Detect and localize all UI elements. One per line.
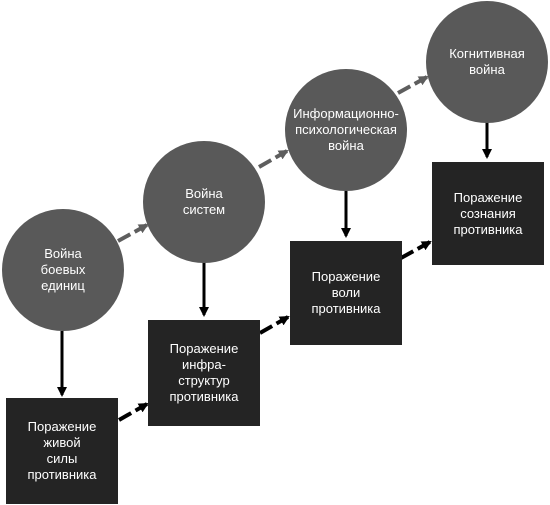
war-label-1: Война систем bbox=[182, 186, 226, 217]
war-circle-3: Когнитивная война bbox=[426, 1, 548, 123]
war-label-2: Информационно- психологическая война bbox=[293, 106, 399, 153]
arrow-war-1-to-war-2 bbox=[258, 149, 289, 169]
war-label-3: Когнитивная война bbox=[449, 46, 525, 77]
defeat-label-3: Поражение сознания противника bbox=[453, 189, 523, 237]
arrow-war-0-to-war-1 bbox=[117, 223, 149, 243]
defeat-box-3: Поражение сознания противника bbox=[432, 162, 544, 265]
defeat-box-0: Поражение живой силы противника bbox=[6, 398, 118, 504]
defeat-box-1: Поражение инфра- структур противника bbox=[148, 320, 260, 426]
arrow-defeat-0-to-defeat-1 bbox=[118, 402, 149, 422]
war-circle-0: Война боевых единиц bbox=[2, 209, 124, 331]
defeat-label-0: Поражение живой силы противника bbox=[27, 419, 97, 482]
arrow-war-2-to-war-3 bbox=[397, 75, 429, 95]
war-label-0: Война боевых единиц bbox=[40, 246, 86, 293]
war-circle-1: Война систем bbox=[143, 141, 265, 263]
defeat-label-2: Поражение воли противника bbox=[311, 269, 381, 316]
war-circle-2: Информационно- психологическая война bbox=[285, 69, 407, 191]
defeat-label-1: Поражение инфра- структур противника bbox=[169, 341, 239, 404]
defeat-box-2: Поражение воли противника bbox=[290, 241, 402, 345]
arrow-defeat-2-to-defeat-3 bbox=[400, 240, 432, 260]
arrow-defeat-1-to-defeat-2 bbox=[259, 315, 290, 335]
